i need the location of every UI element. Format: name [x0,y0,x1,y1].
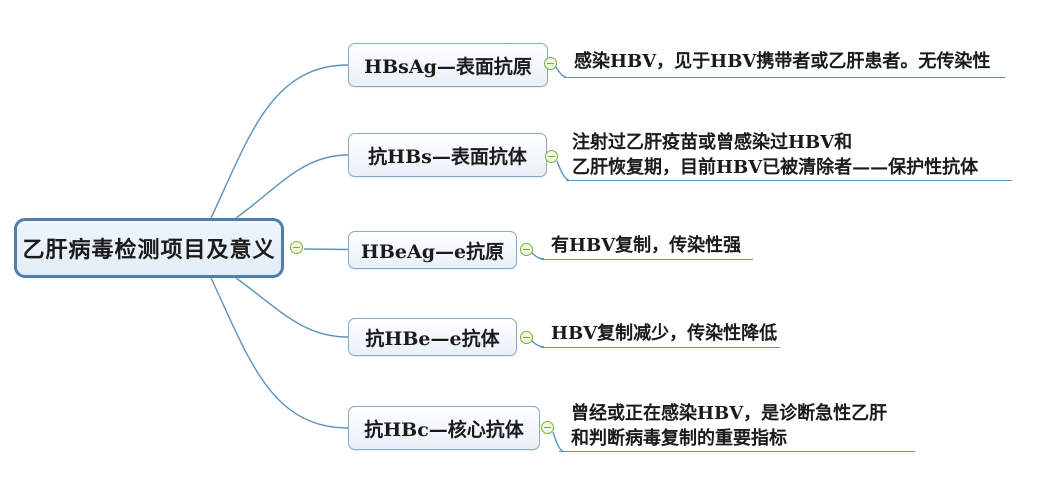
branch-node-anti-hbe[interactable]: 抗HBe—e抗体 [348,318,517,356]
branch-node-anti-hbs[interactable]: 抗HBs—表面抗体 [348,133,547,177]
minus-icon: − [521,242,532,256]
minus-icon: − [546,149,557,163]
root-node-label: 乙肝病毒检测项目及意义 [22,237,276,263]
minus-icon: − [291,240,302,254]
collapse-icon-hbsag[interactable]: − [544,57,557,70]
note-anti-hbc[interactable]: 曾经或正在感染HBV，是诊断急性乙肝 和判断病毒复制的重要指标 [559,401,915,452]
minus-icon: − [542,420,553,434]
connector-root-branch-3 [303,248,349,251]
connector-root-branch-2 [235,154,349,219]
branch-label: 抗HBe—e抗体 [365,327,500,350]
note-line: 和判断病毒复制的重要指标 [571,428,787,449]
note-hbeag[interactable]: 有HBV复制，传染性强 [541,233,753,260]
branch-label: HBsAg—表面抗原 [364,55,532,78]
branch-node-hbeag[interactable]: HBeAg—e抗原 [348,231,517,269]
minus-icon: − [521,330,532,344]
collapse-icon-anti-hbc[interactable]: − [541,421,554,434]
note-line: 感染HBV，见于HBV携带者或乙肝患者。无传染性 [574,51,991,72]
connector-root-branch-1 [210,64,349,219]
connector-root-branch-5 [210,277,349,429]
branch-label: 抗HBc—核心抗体 [364,418,524,441]
minus-icon: − [545,56,556,70]
collapse-icon-hbeag[interactable]: − [520,243,533,256]
root-node[interactable]: 乙肝病毒检测项目及意义 [14,218,284,278]
collapse-icon-anti-hbs[interactable]: − [545,150,558,163]
note-line: 注射过乙肝疫苗或曾感染过HBV和 [572,132,853,153]
note-line: 曾经或正在感染HBV，是诊断急性乙肝 [571,403,888,424]
note-line: 有HBV复制，传染性强 [551,235,742,256]
note-anti-hbs[interactable]: 注射过乙肝疫苗或曾感染过HBV和 乙肝恢复期，目前HBV已被清除者——保护性抗体 [566,130,1012,181]
connector-root-branch-4 [235,277,349,338]
collapse-icon-root[interactable]: − [290,241,303,254]
note-line: HBV复制减少，传染性降低 [551,323,778,344]
branch-label: 抗HBs—表面抗体 [368,145,527,168]
collapse-icon-anti-hbe[interactable]: − [520,331,533,344]
note-line: 乙肝恢复期，目前HBV已被清除者——保护性抗体 [572,157,979,178]
branch-node-hbsag[interactable]: HBsAg—表面抗原 [348,43,548,87]
branch-node-anti-hbc[interactable]: 抗HBc—核心抗体 [348,406,540,450]
note-hbsag[interactable]: 感染HBV，见于HBV携带者或乙肝患者。无传染性 [564,47,1005,78]
branch-label: HBeAg—e抗原 [360,240,505,263]
note-anti-hbe[interactable]: HBV复制减少，传染性降低 [541,321,780,348]
